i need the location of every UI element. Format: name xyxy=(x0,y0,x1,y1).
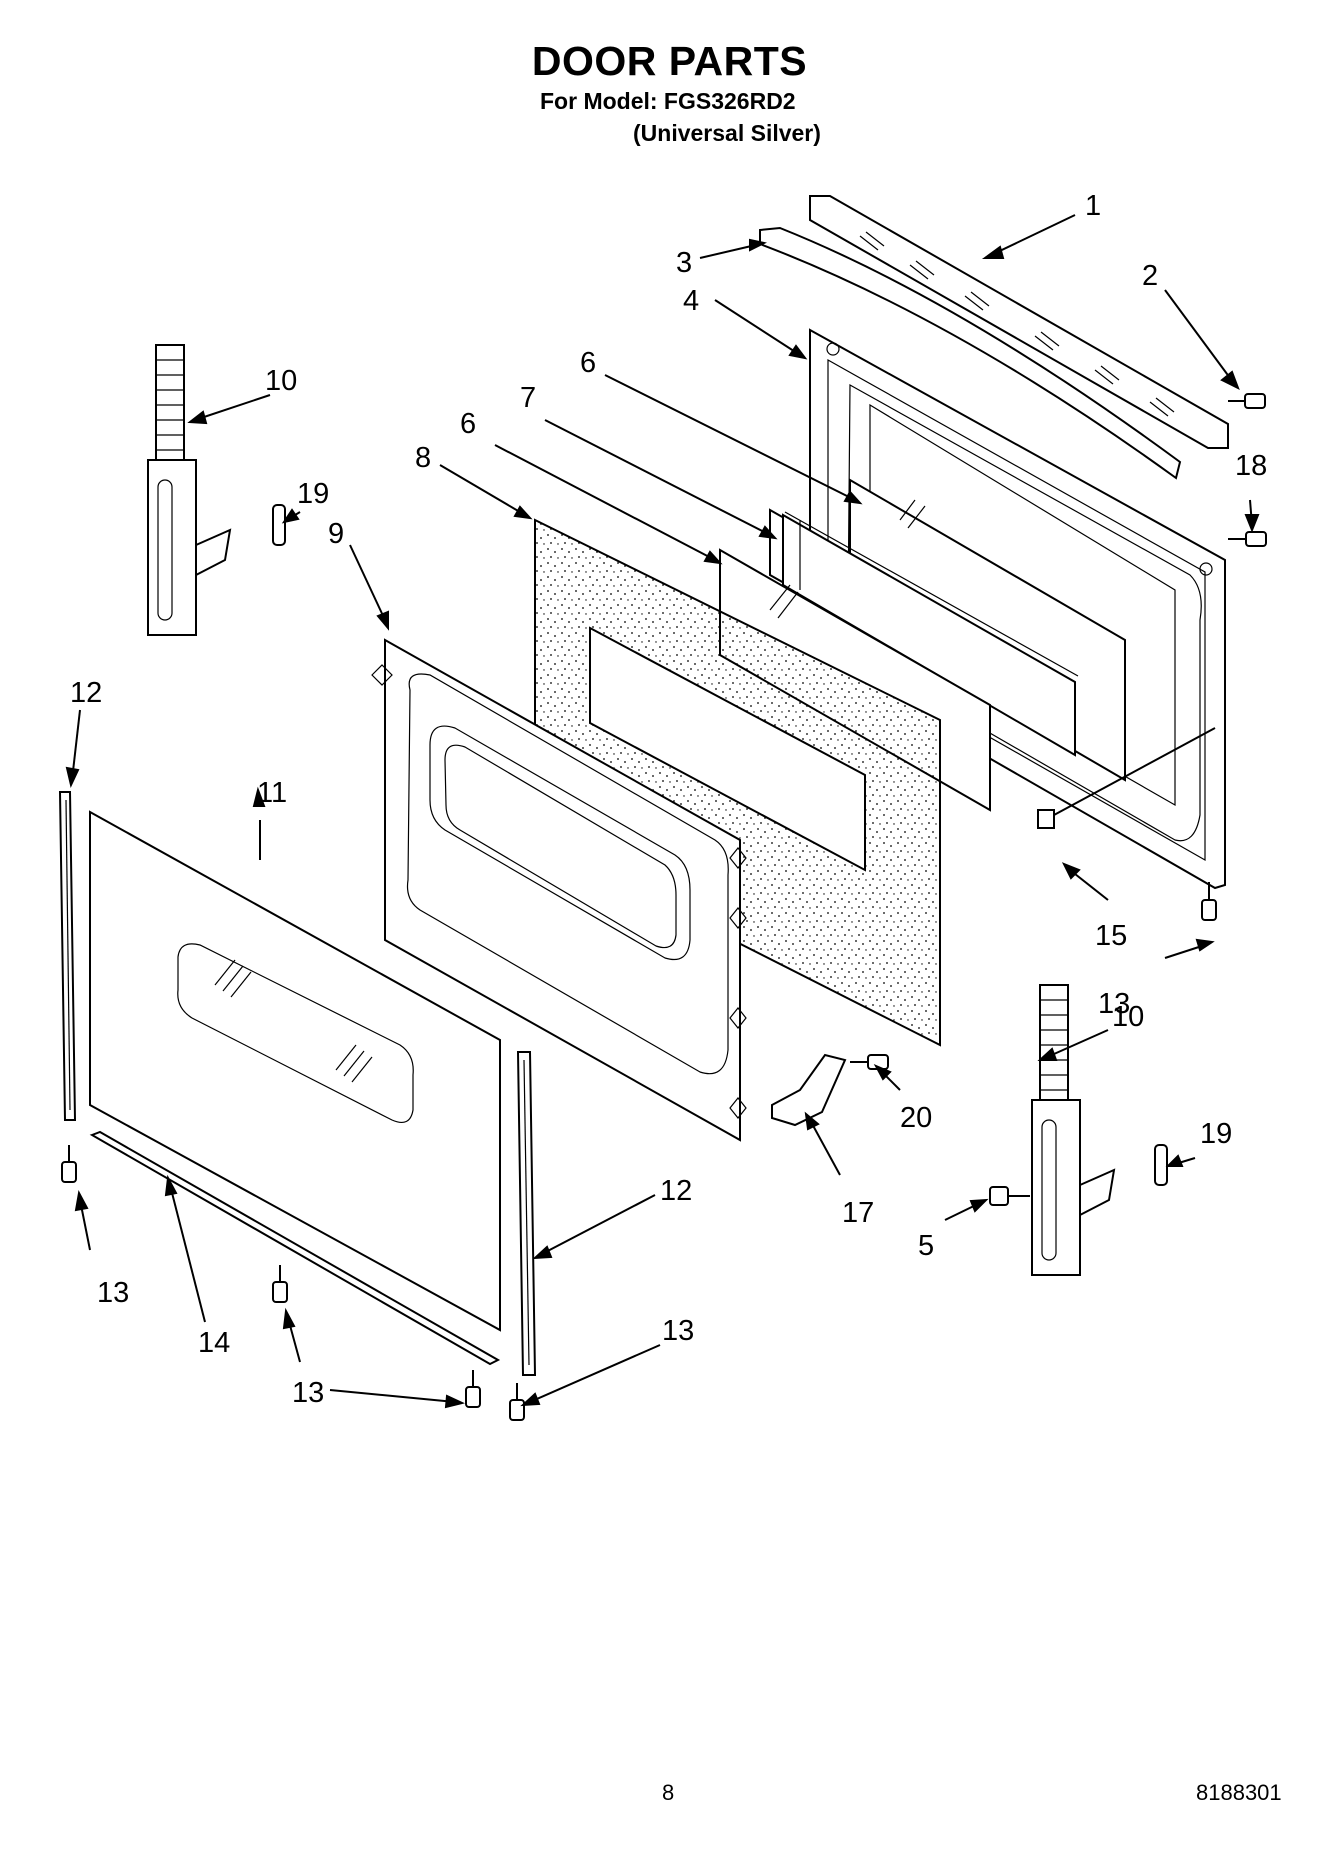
leader-lines xyxy=(65,214,1260,1409)
callout-1: 1 xyxy=(1085,190,1101,222)
outer-door-glass xyxy=(89,810,501,1332)
callout-8: 8 xyxy=(415,442,431,474)
right-side-trim xyxy=(516,1051,537,1376)
callout-2: 2 xyxy=(1142,260,1158,292)
callout-7: 7 xyxy=(520,382,536,414)
callout-4: 4 xyxy=(683,285,699,317)
callout-labels: 1 2 3 4 5 6 6 7 8 9 10 10 11 12 12 13 13… xyxy=(70,190,1267,1409)
callout-10b: 10 xyxy=(1112,1001,1144,1033)
model-line: For Model: FGS326RD2 xyxy=(540,88,796,114)
document-number: 8188301 xyxy=(1196,1780,1282,1805)
callout-19a: 19 xyxy=(297,478,329,510)
screw-13-right-top xyxy=(1201,882,1217,921)
callout-10a: 10 xyxy=(265,365,297,397)
callout-13a: 13 xyxy=(1098,988,1130,1020)
callout-11: 11 xyxy=(257,777,287,809)
callout-17: 17 xyxy=(842,1197,874,1229)
screw-20 xyxy=(850,1054,889,1070)
hinge-lock-left xyxy=(272,504,286,546)
callout-9: 9 xyxy=(328,518,344,550)
callout-15: 15 xyxy=(1095,920,1127,952)
screw-13-bottom xyxy=(465,1370,481,1408)
glass-pack-frame xyxy=(769,508,1079,757)
screw-2 xyxy=(1228,393,1266,409)
handle-trim xyxy=(759,226,1182,480)
callout-18: 18 xyxy=(1235,450,1267,482)
callout-3: 3 xyxy=(676,247,692,279)
page-title: DOOR PARTS xyxy=(531,38,808,84)
top-vent-trim xyxy=(809,195,1229,449)
glass-clip xyxy=(1037,727,1216,829)
callout-5: 5 xyxy=(918,1230,934,1262)
callout-6a: 6 xyxy=(580,347,596,379)
callout-6b: 6 xyxy=(460,408,476,440)
screw-18 xyxy=(1228,531,1267,547)
callout-13d: 13 xyxy=(662,1315,694,1347)
screw-13-bottom-right xyxy=(509,1383,525,1421)
callout-13c: 13 xyxy=(292,1377,324,1409)
bottom-trim xyxy=(89,1130,501,1366)
callout-19b: 19 xyxy=(1200,1118,1232,1150)
screw-13-mid xyxy=(272,1265,288,1303)
hinge-right xyxy=(1031,984,1116,1276)
page-number: 8 xyxy=(662,1780,675,1805)
door-bracket xyxy=(771,1053,847,1127)
color-line: (Universal Silver) xyxy=(633,120,821,146)
callout-13b: 13 xyxy=(97,1277,129,1309)
callout-12a: 12 xyxy=(70,677,102,709)
callout-14: 14 xyxy=(198,1327,230,1359)
inner-door-liner xyxy=(371,638,747,1142)
hinge-lock-right xyxy=(1154,1144,1168,1186)
callout-12b: 12 xyxy=(660,1175,692,1207)
hinge-left xyxy=(147,344,232,636)
left-side-trim xyxy=(58,791,77,1121)
callout-20: 20 xyxy=(900,1102,932,1134)
screw-13-left xyxy=(61,1145,77,1183)
screw-5 xyxy=(989,1186,1030,1206)
